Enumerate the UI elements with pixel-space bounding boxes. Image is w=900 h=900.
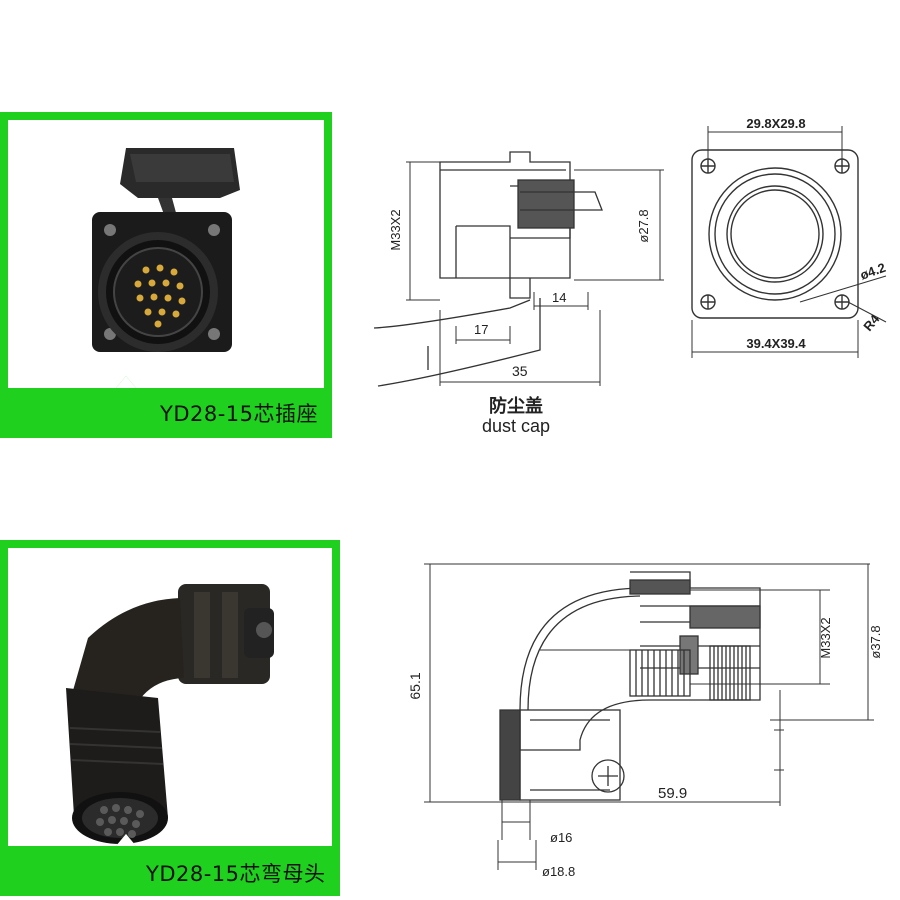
- socket-connector-image: [92, 148, 240, 352]
- elbow-connector-image: [66, 584, 274, 844]
- caption-tab-2: [8, 834, 332, 890]
- elbow-side-view-drawing: 65.1 M33X2 ø37.8 59.9 ø16 ø18.8: [407, 563, 883, 879]
- cable-inner-label: ø16: [550, 830, 572, 845]
- diameter-label-2: ø37.8: [868, 625, 883, 658]
- corner-radius-label: R4: [860, 311, 883, 334]
- length-label: 59.9: [658, 785, 687, 802]
- socket-photo: [8, 120, 324, 388]
- elbow-photo: [8, 548, 332, 846]
- height-label: 65.1: [407, 672, 423, 699]
- flange-size-label: 39.4X39.4: [746, 336, 806, 351]
- dim-17-label: 17: [474, 322, 488, 337]
- cable-outer-label: ø18.8: [542, 864, 575, 879]
- dust-cap-cn-label: 防尘盖: [489, 395, 543, 417]
- thread-label: M33X2: [388, 209, 403, 250]
- hole-diameter-label: ø4.2: [858, 260, 888, 283]
- dim-35-label: 35: [512, 363, 528, 379]
- caption-tab: [8, 376, 324, 432]
- dim-14-label: 14: [552, 290, 566, 305]
- product-2-caption: YD28-15芯弯母头: [146, 862, 326, 886]
- thread-label-2: M33X2: [818, 617, 833, 658]
- hole-spacing-label: 29.8X29.8: [746, 116, 805, 131]
- dust-cap-en-label: dust cap: [482, 416, 550, 436]
- socket-front-view-drawing: 29.8X29.8 39.4X39.4 ø4.2 R4: [691, 116, 888, 358]
- product-panel-socket: YD28-15芯插座: [0, 112, 332, 438]
- socket-side-view-drawing: M33X2 ø27.8 17 14 35 防尘盖 dust cap: [373, 151, 664, 436]
- product-1-caption: YD28-15芯插座: [160, 402, 319, 426]
- product-panel-elbow: YD28-15芯弯母头: [0, 540, 340, 896]
- diameter-label: ø27.8: [636, 209, 651, 242]
